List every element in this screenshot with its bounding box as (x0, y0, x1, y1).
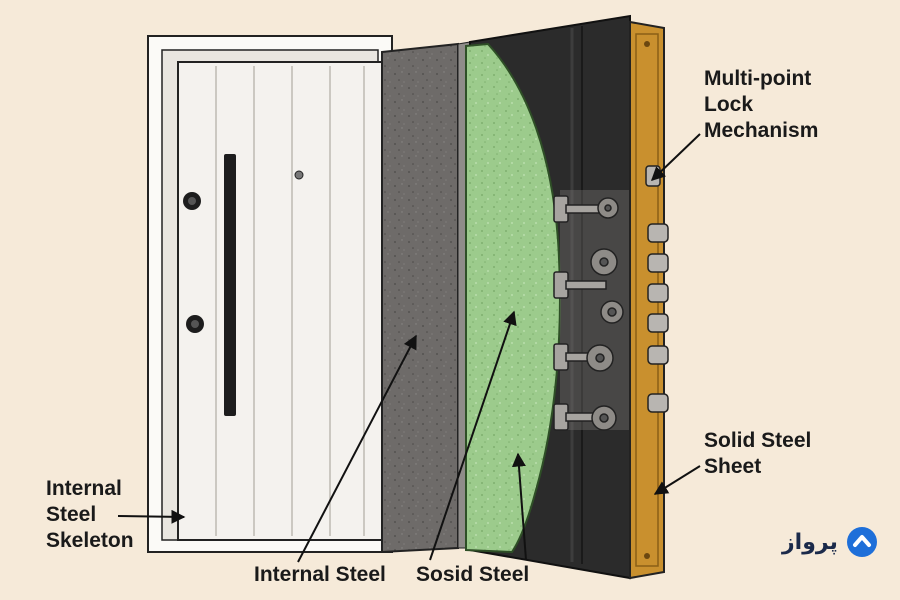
label-line: Solid Steel (704, 429, 812, 452)
label-line: Lock (704, 93, 754, 116)
arrow-skeleton (117, 509, 186, 524)
label-internal-steel: Internal Steel (254, 563, 386, 586)
label-lock-mechanism: Multi-point Lock Mechanism (704, 66, 818, 144)
chevron-up-circle-icon (846, 527, 877, 557)
label-line: Skeleton (46, 529, 134, 552)
arrow-sosid-steel-2 (511, 452, 527, 561)
door-handle (224, 154, 236, 416)
brand-logo: پرواز (782, 524, 878, 560)
label-solid-steel-sheet: Solid Steel Sheet (704, 428, 811, 480)
annotation-arrows (117, 133, 701, 563)
label-line: Mechanism (704, 119, 819, 142)
label-line: Internal (46, 477, 122, 500)
arrow-sosid-steel (429, 310, 517, 561)
logo-text: پرواز (782, 529, 838, 555)
lock-mechanism (553, 190, 630, 431)
arrow-lock-mechanism (650, 133, 701, 181)
arrow-internal-steel (297, 334, 417, 563)
arrow-solid-sheet (653, 465, 701, 495)
insulation-foam-layer (465, 42, 561, 554)
label-line: Steel (46, 503, 97, 526)
label-line: Multi-point (704, 67, 812, 90)
label-internal-steel-skeleton: Internal Steel Skeleton (46, 476, 134, 554)
label-line: Sheet (704, 455, 762, 478)
peephole (294, 170, 304, 180)
door-front-panel (177, 61, 385, 541)
label-sosid-steel: Sosid Steel (416, 563, 530, 586)
internal-steel-layer (381, 42, 459, 554)
